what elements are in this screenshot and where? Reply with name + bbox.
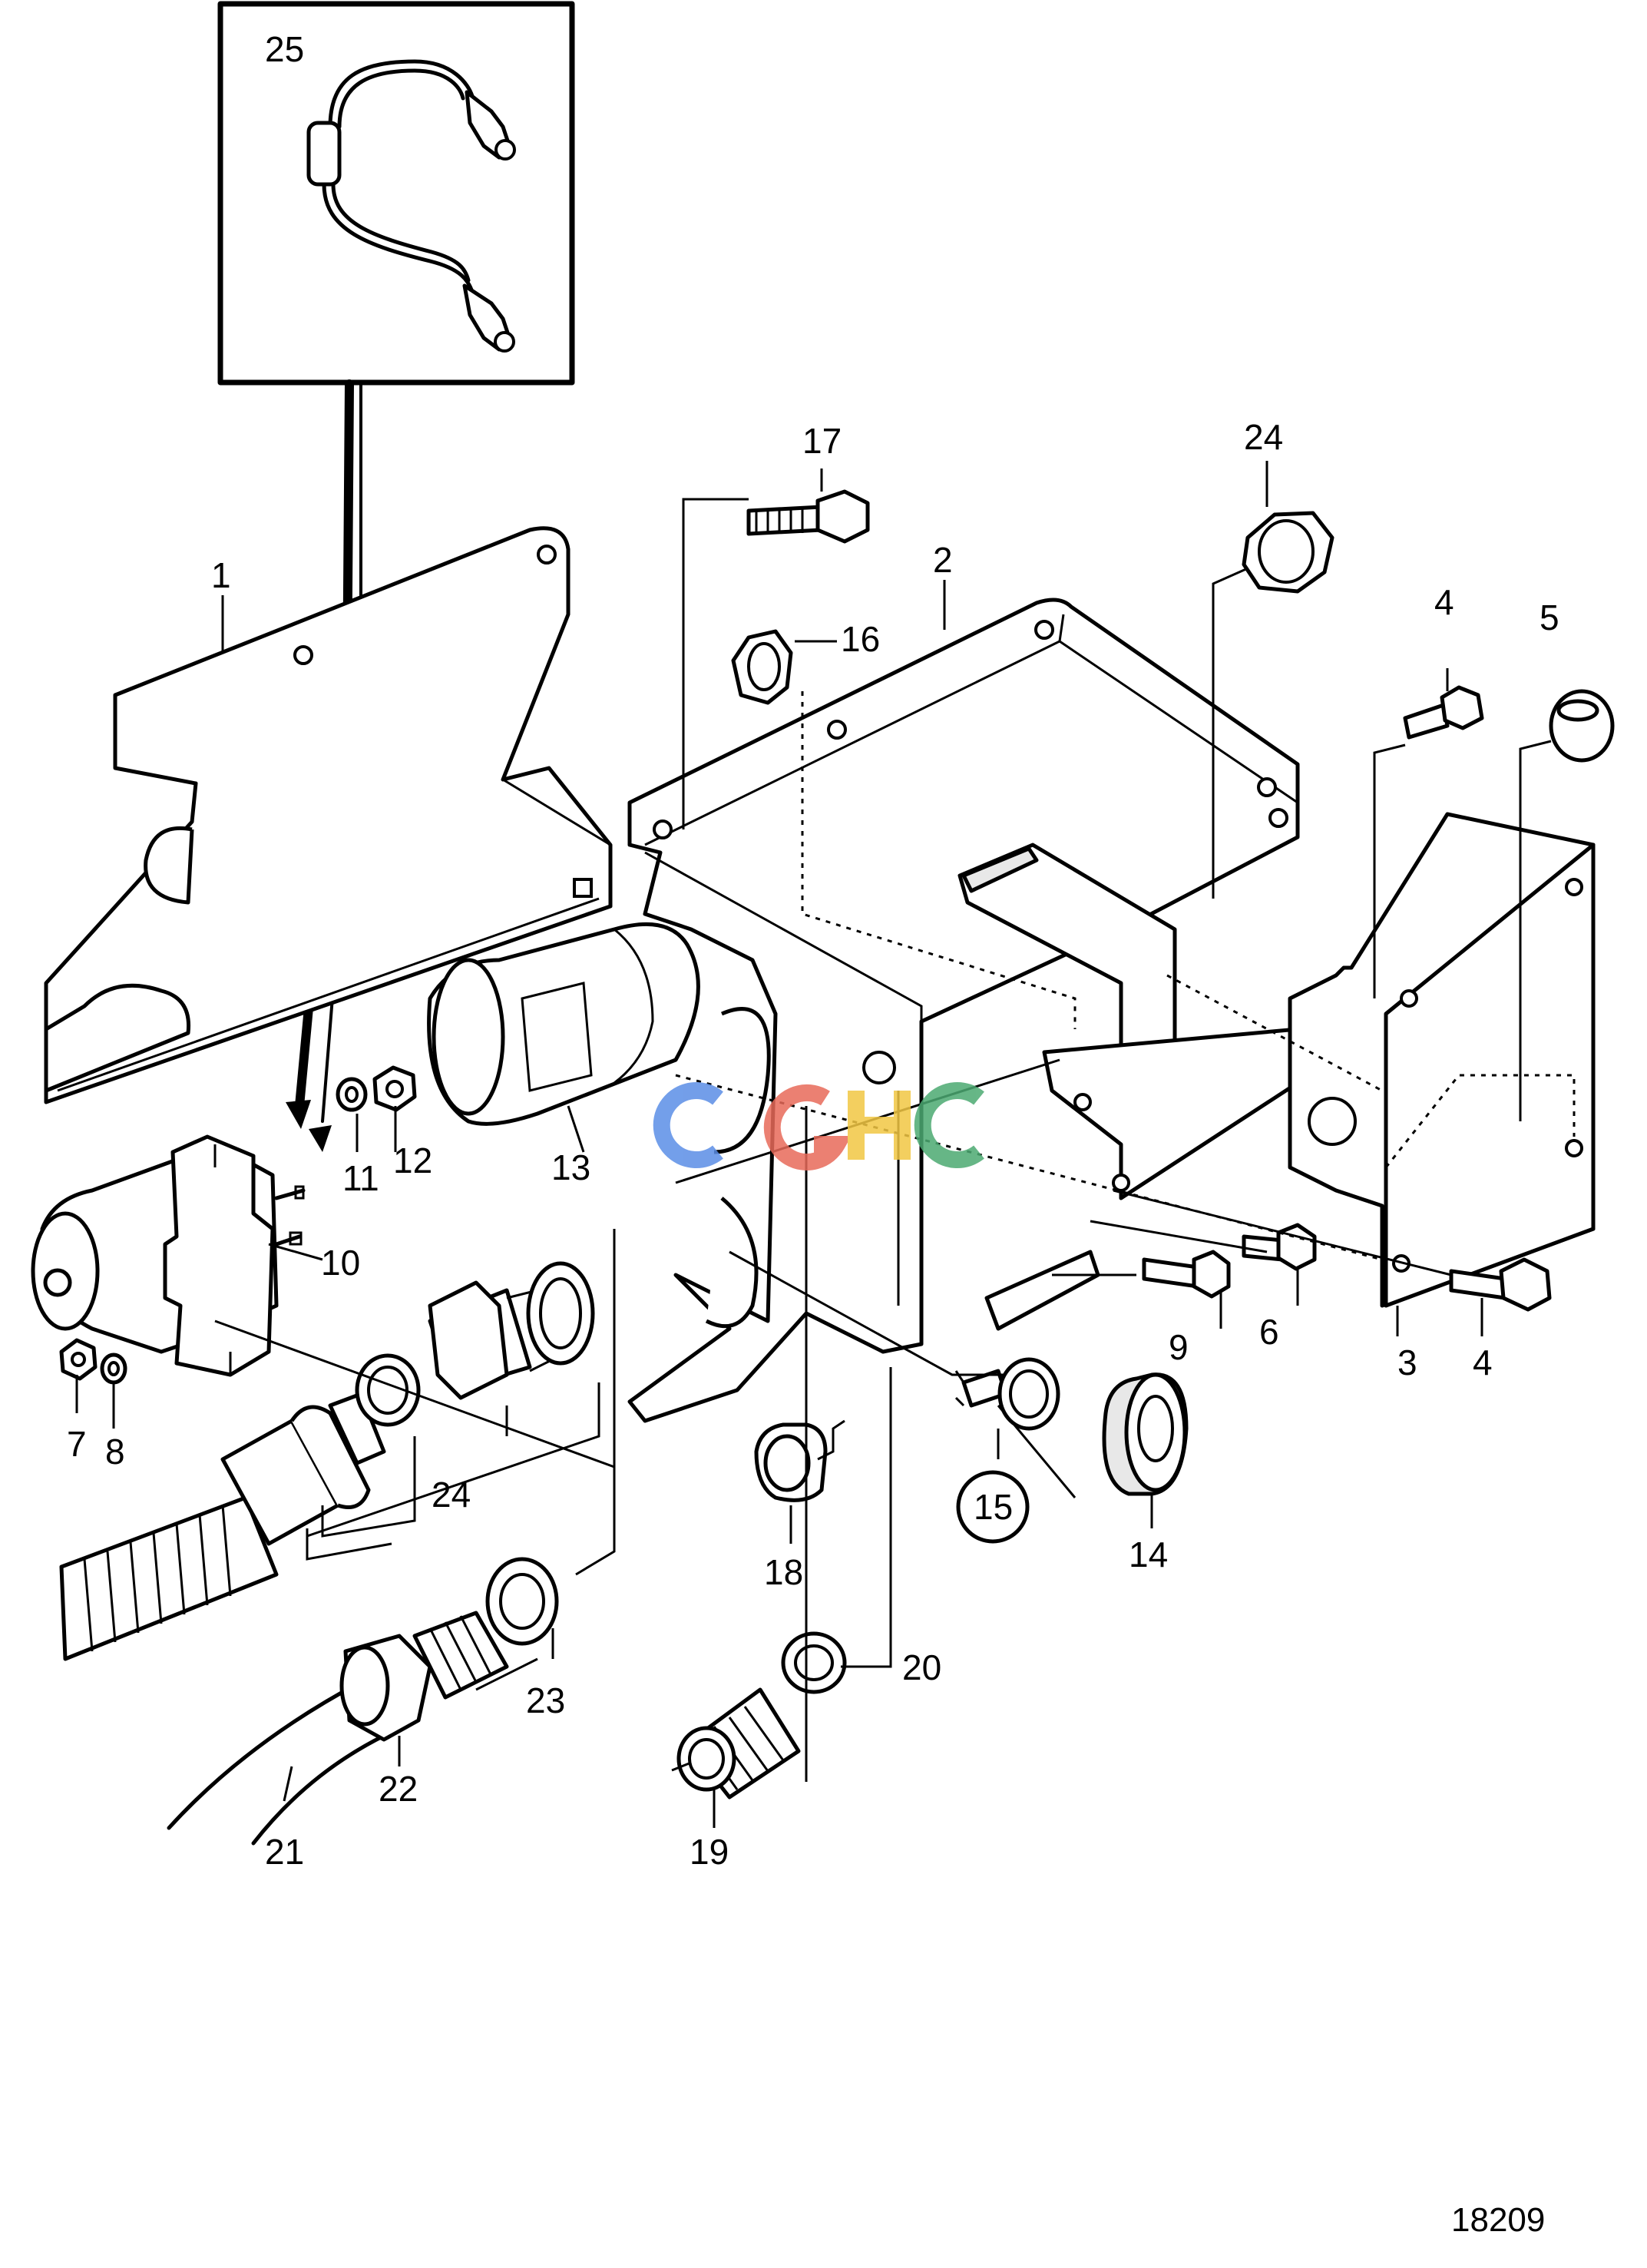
- callout-24-upper: 24: [1244, 417, 1283, 457]
- callout-21: 21: [265, 1832, 304, 1872]
- callout-4-lower: 4: [1473, 1343, 1493, 1382]
- connector-19-20: [671, 1631, 847, 1800]
- callout-25: 25: [265, 29, 304, 69]
- callout-12: 12: [393, 1141, 432, 1180]
- callout-10: 10: [321, 1243, 360, 1283]
- callout-19: 19: [690, 1832, 729, 1872]
- callout-labels: 25 17 24 1 2 16 4 5 11 12 13 10 7 8 24 9…: [67, 29, 1559, 2239]
- callout-13: 13: [551, 1147, 590, 1187]
- conduit-assembly: [59, 1261, 595, 1661]
- callout-15: 15: [974, 1487, 1013, 1527]
- callout-23: 23: [526, 1680, 565, 1720]
- part-13-sleeve: [427, 922, 700, 1126]
- part-1-shield-plate: [44, 526, 613, 1104]
- part-15-switch: [954, 1357, 1060, 1431]
- part-2-main-bracket: [627, 598, 1300, 1423]
- nuts-washers-7-8-11-12: [59, 1065, 417, 1385]
- callout-9: 9: [1169, 1327, 1189, 1367]
- bolt-17: [746, 489, 870, 544]
- callout-22: 22: [379, 1769, 418, 1809]
- callout-2: 2: [933, 540, 953, 580]
- callout-6: 6: [1259, 1312, 1279, 1352]
- inset-cable-detail: [217, 1, 575, 386]
- part-14-grommet: [1102, 1372, 1189, 1496]
- callout-5: 5: [1540, 598, 1559, 637]
- callout-15-circle: [956, 1470, 1030, 1544]
- bolt-6: [1242, 1223, 1317, 1271]
- bolt-9: [1142, 1250, 1231, 1299]
- callout-17: 17: [802, 421, 842, 461]
- part-18-plug: [754, 1422, 828, 1502]
- nut-24-upper: [1242, 511, 1334, 594]
- drawing-number: 18209: [1451, 2201, 1545, 2239]
- callout-8: 8: [105, 1432, 125, 1472]
- watermark-logo: [653, 1082, 984, 1170]
- callout-16: 16: [841, 619, 880, 659]
- callout-14: 14: [1129, 1535, 1168, 1574]
- part-10-relay: [31, 1134, 306, 1377]
- callout-18: 18: [764, 1552, 803, 1592]
- callout-20: 20: [902, 1647, 941, 1687]
- bolt-4-lower: [1449, 1257, 1552, 1312]
- callout-7: 7: [67, 1424, 87, 1464]
- cap-5: [1549, 689, 1615, 763]
- part-3-side-plate: [1288, 812, 1596, 1308]
- callout-1: 1: [211, 555, 231, 595]
- leader-lines: [75, 461, 1552, 1828]
- callout-11: 11: [342, 1158, 379, 1198]
- bolt-4-upper: [1403, 685, 1484, 740]
- callout-24-lower: 24: [432, 1475, 471, 1515]
- callout-4-upper: 4: [1434, 582, 1454, 622]
- cable-assembly: [167, 1557, 559, 1846]
- washer-16: [731, 629, 793, 705]
- callout-3: 3: [1397, 1343, 1417, 1382]
